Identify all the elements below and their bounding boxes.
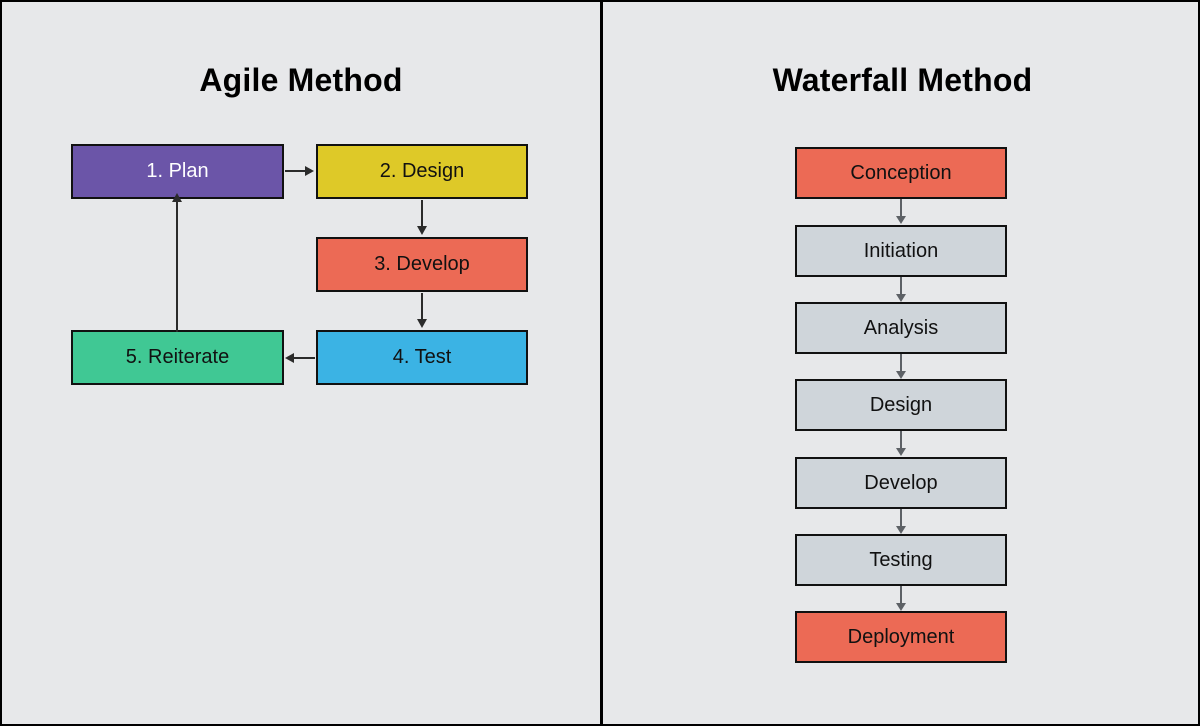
waterfall-node-develop[interactable]: Develop (795, 457, 1007, 509)
waterfall-arrowhead-4-icon (896, 448, 906, 456)
agile-arrowhead-plan-to-design-icon (305, 166, 314, 176)
waterfall-arrowhead-5-icon (896, 526, 906, 534)
agile-arrow-plan-to-design (285, 170, 308, 172)
agile-node-design[interactable]: 2. Design (316, 144, 528, 199)
agile-node-develop-label: 3. Develop (374, 253, 470, 275)
panel-divider (600, 2, 603, 724)
agile-node-reiterate-label: 5. Reiterate (125, 346, 230, 368)
waterfall-arrow-3 (900, 354, 902, 373)
waterfall-arrow-5 (900, 509, 902, 528)
waterfall-arrowhead-1-icon (896, 216, 906, 224)
waterfall-node-conception-label: Conception (850, 161, 952, 184)
waterfall-panel-title: Waterfall Method (772, 62, 1033, 98)
waterfall-node-develop-label: Develop (864, 471, 938, 494)
agile-panel: Agile Method (2, 2, 600, 728)
agile-node-test[interactable]: 4. Test (316, 330, 528, 385)
waterfall-node-design[interactable]: Design (795, 379, 1007, 431)
waterfall-arrow-6 (900, 586, 902, 605)
waterfall-node-design-label: Design (869, 393, 933, 416)
agile-arrow-reiterate-to-plan (176, 198, 178, 332)
agile-node-design-label: 2. Design (379, 160, 465, 182)
waterfall-arrowhead-3-icon (896, 371, 906, 379)
waterfall-arrow-1 (900, 199, 902, 218)
agile-arrow-develop-to-test (421, 293, 423, 322)
waterfall-node-deployment-label: Deployment (847, 625, 955, 648)
waterfall-arrowhead-6-icon (896, 603, 906, 611)
agile-arrow-design-to-develop (421, 200, 423, 229)
agile-arrow-test-to-reiterate (291, 357, 315, 359)
waterfall-arrow-2 (900, 277, 902, 296)
waterfall-node-initiation-label: Initiation (863, 239, 939, 262)
agile-arrowhead-reiterate-to-plan-icon (172, 193, 182, 202)
waterfall-arrow-4 (900, 431, 902, 450)
agile-node-develop[interactable]: 3. Develop (316, 237, 528, 292)
waterfall-node-initiation[interactable]: Initiation (795, 225, 1007, 277)
agile-node-test-label: 4. Test (392, 346, 452, 368)
waterfall-node-conception[interactable]: Conception (795, 147, 1007, 199)
agile-node-plan-label: 1. Plan (146, 160, 209, 182)
waterfall-node-analysis-label: Analysis (863, 316, 939, 339)
agile-panel-title: Agile Method (199, 62, 403, 98)
waterfall-node-analysis[interactable]: Analysis (795, 302, 1007, 354)
agile-node-plan[interactable]: 1. Plan (71, 144, 284, 199)
waterfall-node-deployment[interactable]: Deployment (795, 611, 1007, 663)
agile-arrowhead-test-to-reiterate-icon (285, 353, 294, 363)
waterfall-arrowhead-2-icon (896, 294, 906, 302)
waterfall-panel: Waterfall Method (603, 2, 1200, 728)
waterfall-node-testing-label: Testing (869, 548, 933, 571)
waterfall-node-testing[interactable]: Testing (795, 534, 1007, 586)
agile-node-reiterate[interactable]: 5. Reiterate (71, 330, 284, 385)
agile-arrowhead-design-to-develop-icon (417, 226, 427, 235)
agile-arrowhead-develop-to-test-icon (417, 319, 427, 328)
